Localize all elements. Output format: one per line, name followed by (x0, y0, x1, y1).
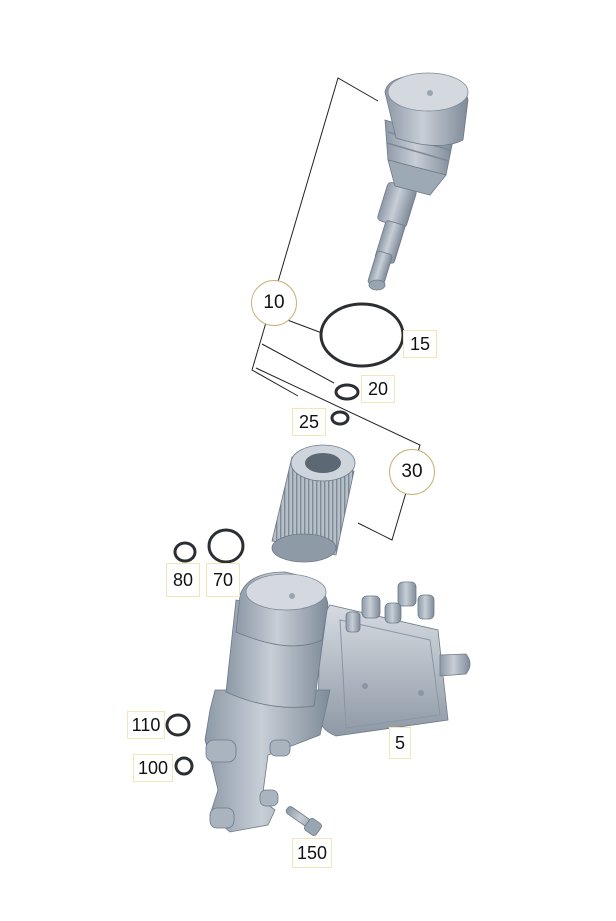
position-label-80: 80 (166, 563, 200, 597)
position-label-20: 20 (361, 375, 395, 403)
position-label-25: 25 (292, 408, 326, 436)
seal-ring-100 (174, 756, 194, 776)
bolt (285, 806, 322, 836)
seal-ring-15 (319, 302, 405, 368)
position-label-15: 15 (403, 330, 437, 358)
seal-ring-110 (165, 713, 191, 737)
oil-filter-housing (204, 571, 471, 833)
position-label-70: 70 (206, 563, 240, 597)
filter-cap-assembly (367, 72, 469, 291)
position-label-100: 100 (133, 754, 173, 782)
position-label-150: 150 (292, 838, 332, 868)
seal-ring-25 (330, 410, 350, 426)
seal-ring-20 (334, 383, 360, 401)
seal-ring-80 (173, 541, 197, 563)
position-label-5: 5 (389, 727, 411, 759)
position-label-110: 110 (127, 711, 165, 739)
position-label-10: 10 (251, 280, 297, 326)
position-label-30: 30 (389, 449, 435, 495)
seal-ring-70 (207, 528, 245, 564)
filter-element (271, 444, 356, 563)
